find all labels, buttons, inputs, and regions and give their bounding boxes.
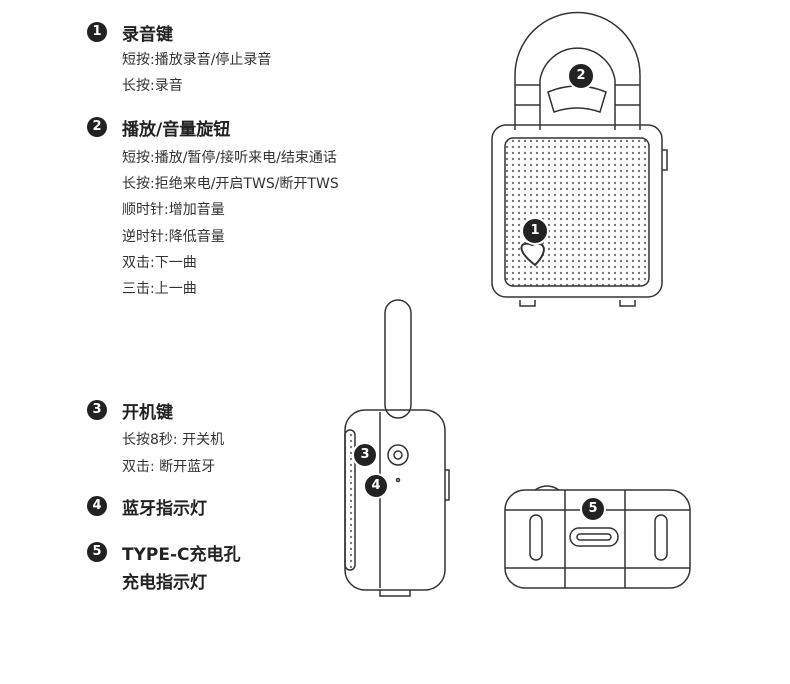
item-4-title: 蓝牙指示灯 [122,499,207,519]
item-3-line: 长按8秒: 开关机 [122,432,225,448]
item-5-title2: 充电指示灯 [122,573,207,593]
item-2-line: 短按:播放/暂停/接听来电/结束通话 [122,150,337,166]
item-3-title: 开机键 [122,403,173,423]
item-2-line: 三击:上一曲 [122,281,197,297]
item-2-line: 逆时针:降低音量 [122,229,225,245]
item-2-line: 顺时针:增加音量 [122,202,225,218]
badge-4: 4 [87,496,107,516]
front-view [491,11,668,307]
badge-2: 2 [87,117,107,137]
side-view [344,299,450,597]
callout-5: 5 [580,496,606,522]
item-5-title: TYPE-C充电孔 [122,545,241,565]
callout-2: 2 [567,62,595,90]
item-1-line: 短按:播放录音/停止录音 [122,52,272,68]
item-2-title: 播放/音量旋钮 [122,120,231,140]
item-3-line: 双击: 断开蓝牙 [122,459,216,475]
callout-1: 1 [521,217,549,245]
item-2-line: 长按:拒绝来电/开启TWS/断开TWS [122,176,339,192]
item-1-line: 长按:录音 [122,78,183,94]
badge-5: 5 [87,542,107,562]
callout-4: 4 [363,473,389,499]
badge-3: 3 [87,400,107,420]
item-1-title: 录音键 [122,25,173,45]
callout-3: 3 [352,442,378,468]
badge-1: 1 [87,22,107,42]
item-2-line: 双击:下一曲 [122,255,197,271]
